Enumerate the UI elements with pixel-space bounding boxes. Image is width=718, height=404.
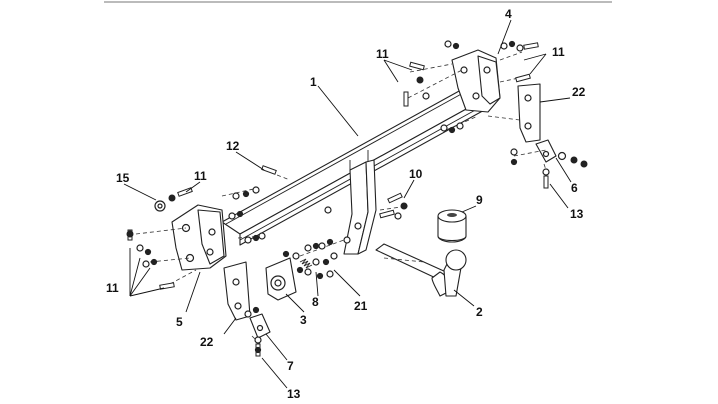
label-part-13-right: 13 [570,207,584,221]
right-mounting-plate [517,83,541,143]
small-bracket-right [535,139,557,163]
socket-plate [265,257,297,301]
leader-lines [123,19,572,389]
label-part-21: 21 [354,299,368,313]
label-part-7: 7 [287,359,294,373]
label-part-11-top: 11 [376,47,389,61]
label-part-9: 9 [476,193,483,207]
label-part-22-right: 22 [572,85,586,99]
label-part-12: 12 [226,139,240,153]
left-side-bracket [171,204,227,271]
label-part-8: 8 [312,295,319,309]
label-part-11-right: 11 [552,45,565,59]
center-drop-bracket [343,159,377,255]
ball-cover [437,209,467,243]
right-side-bracket [451,49,501,113]
label-part-11-left: 11 [194,169,207,183]
label-part-10: 10 [409,167,423,181]
label-part-15: 15 [116,171,130,185]
tow-ball-neck [375,243,467,297]
label-part-3: 3 [300,313,307,327]
label-part-5: 5 [176,315,183,329]
label-part-11-bottom: 11 [106,281,119,295]
label-part-2: 2 [476,305,483,319]
spring-part [299,258,313,269]
left-mounting-plate [223,261,251,321]
label-part-13-left: 13 [287,387,301,401]
label-part-6: 6 [571,181,578,195]
small-bracket-left [249,313,271,339]
part-labels: 1 2 3 4 5 6 7 8 9 10 11 11 11 11 12 13 1… [106,7,586,401]
label-part-4: 4 [505,7,512,21]
label-part-22-left: 22 [200,335,214,349]
fasteners [126,40,588,357]
label-part-1: 1 [310,75,317,89]
